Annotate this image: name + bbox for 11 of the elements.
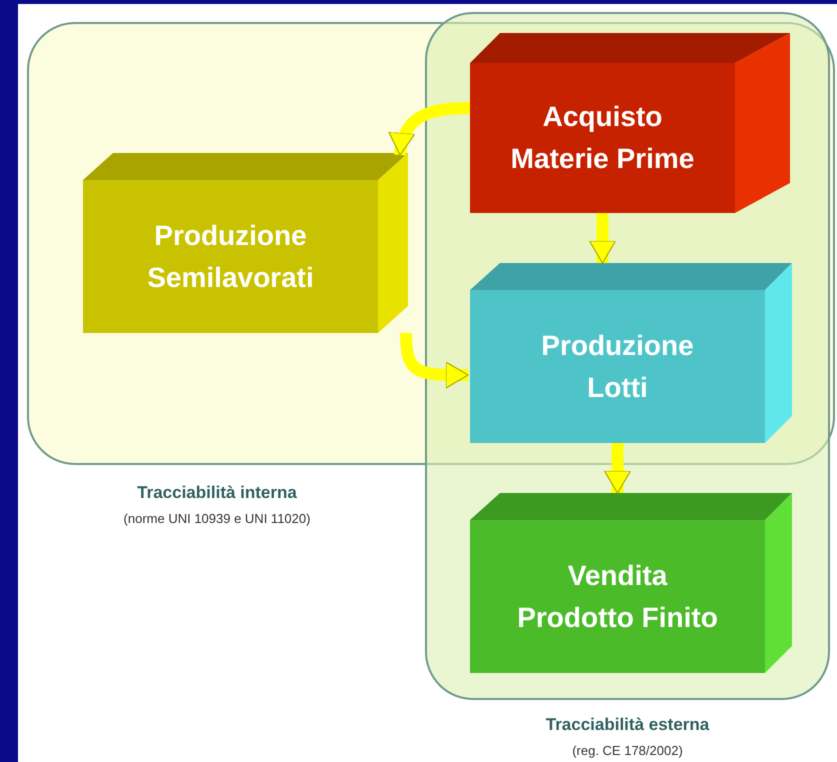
region-note: (norme UNI 10939 e UNI 11020) xyxy=(124,510,310,528)
block-label: Produzione Lotti xyxy=(540,328,695,404)
block-label: Vendita Prodotto Finito xyxy=(516,558,719,634)
arrow xyxy=(604,443,631,494)
block-label: Acquisto Materie Prime xyxy=(510,100,696,176)
arrow xyxy=(390,102,470,156)
region-title: Tracciabilità esterna xyxy=(546,714,710,736)
block-label: Produzione Semilavorati xyxy=(146,218,315,294)
region-note: (reg. CE 178/2002) xyxy=(572,742,683,760)
region-title: Tracciabilità interna xyxy=(137,482,297,504)
arrow xyxy=(589,213,616,264)
